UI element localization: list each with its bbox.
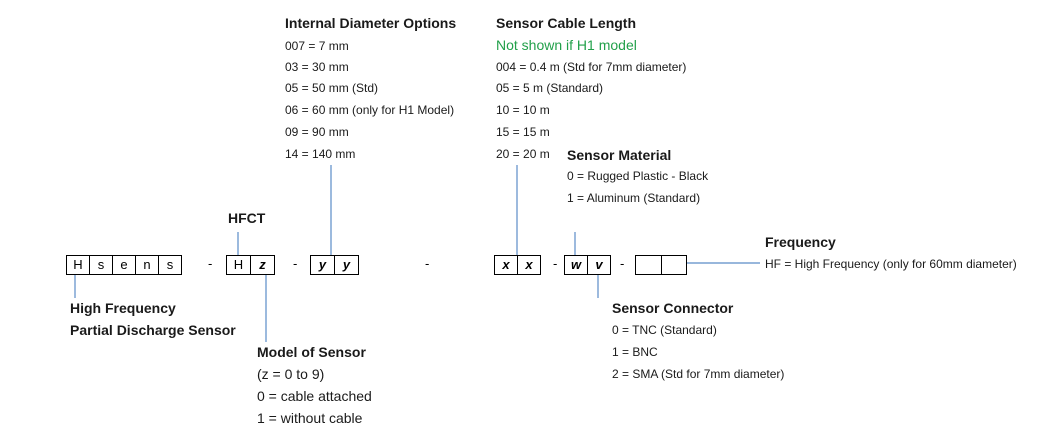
connector-option: 2 = SMA (Std for 7mm diameter)	[612, 367, 785, 381]
material-option: 0 = Rugged Plastic - Black	[567, 169, 709, 183]
material-title: Sensor Material	[567, 147, 672, 163]
diameter-option: 007 = 7 mm	[285, 39, 349, 53]
hfct-title: HFCT	[228, 210, 266, 226]
cable-option: 10 = 10 m	[496, 103, 550, 117]
model-title: Model of Sensor	[257, 344, 366, 360]
connector-option: 1 = BNC	[612, 345, 658, 359]
separator: -	[620, 256, 625, 271]
diameter-option: 05 = 50 mm (Std)	[285, 81, 379, 95]
cable-note: Not shown if H1 model	[496, 37, 637, 53]
frequency-title: Frequency	[765, 234, 836, 250]
cable-option: 004 = 0.4 m (Std for 7mm diameter)	[496, 60, 687, 74]
diameter-option: 03 = 30 mm	[285, 60, 349, 74]
model-option: 1 = without cable	[257, 410, 363, 426]
sensor-type-line1: High Frequency	[70, 300, 176, 316]
separator: -	[425, 256, 430, 271]
code-box-cable: x	[494, 255, 518, 275]
connector-option: 0 = TNC (Standard)	[612, 323, 717, 337]
code-box-diameter: y	[334, 255, 359, 275]
code-box-prefix: e	[112, 255, 136, 275]
cable-option: 15 = 15 m	[496, 125, 550, 139]
code-box-prefix: H	[66, 255, 90, 275]
diameter-option: 14 = 140 mm	[285, 147, 356, 161]
connector-title: Sensor Connector	[612, 300, 734, 316]
code-box-connector: v	[587, 255, 611, 275]
cable-title: Sensor Cable Length	[496, 15, 637, 31]
material-option: 1 = Aluminum (Standard)	[567, 191, 701, 205]
code-box-connector: w	[564, 255, 588, 275]
diameter-title: Internal Diameter Options	[285, 15, 457, 31]
diameter-option: 06 = 60 mm (only for H1 Model)	[285, 103, 455, 117]
code-box-frequency	[635, 255, 662, 275]
sensor-type-line2: Partial Discharge Sensor	[70, 322, 236, 338]
model-option: (z = 0 to 9)	[257, 366, 325, 382]
cable-option: 05 = 5 m (Standard)	[496, 81, 604, 95]
code-box-prefix: s	[158, 255, 182, 275]
separator: -	[208, 256, 213, 271]
code-box-frequency	[661, 255, 687, 275]
code-box-cable: x	[517, 255, 541, 275]
cable-option: 20 = 20 m	[496, 147, 550, 161]
model-option: 0 = cable attached	[257, 388, 372, 404]
code-box-hfct: H	[226, 255, 251, 275]
diameter-option: 09 = 90 mm	[285, 125, 349, 139]
separator: -	[553, 256, 558, 271]
code-box-prefix: n	[135, 255, 159, 275]
frequency-option: HF = High Frequency (only for 60mm diame…	[765, 257, 1017, 271]
separator: -	[293, 256, 298, 271]
code-box-prefix: s	[89, 255, 113, 275]
code-box-hfct: z	[250, 255, 275, 275]
code-box-diameter: y	[310, 255, 335, 275]
